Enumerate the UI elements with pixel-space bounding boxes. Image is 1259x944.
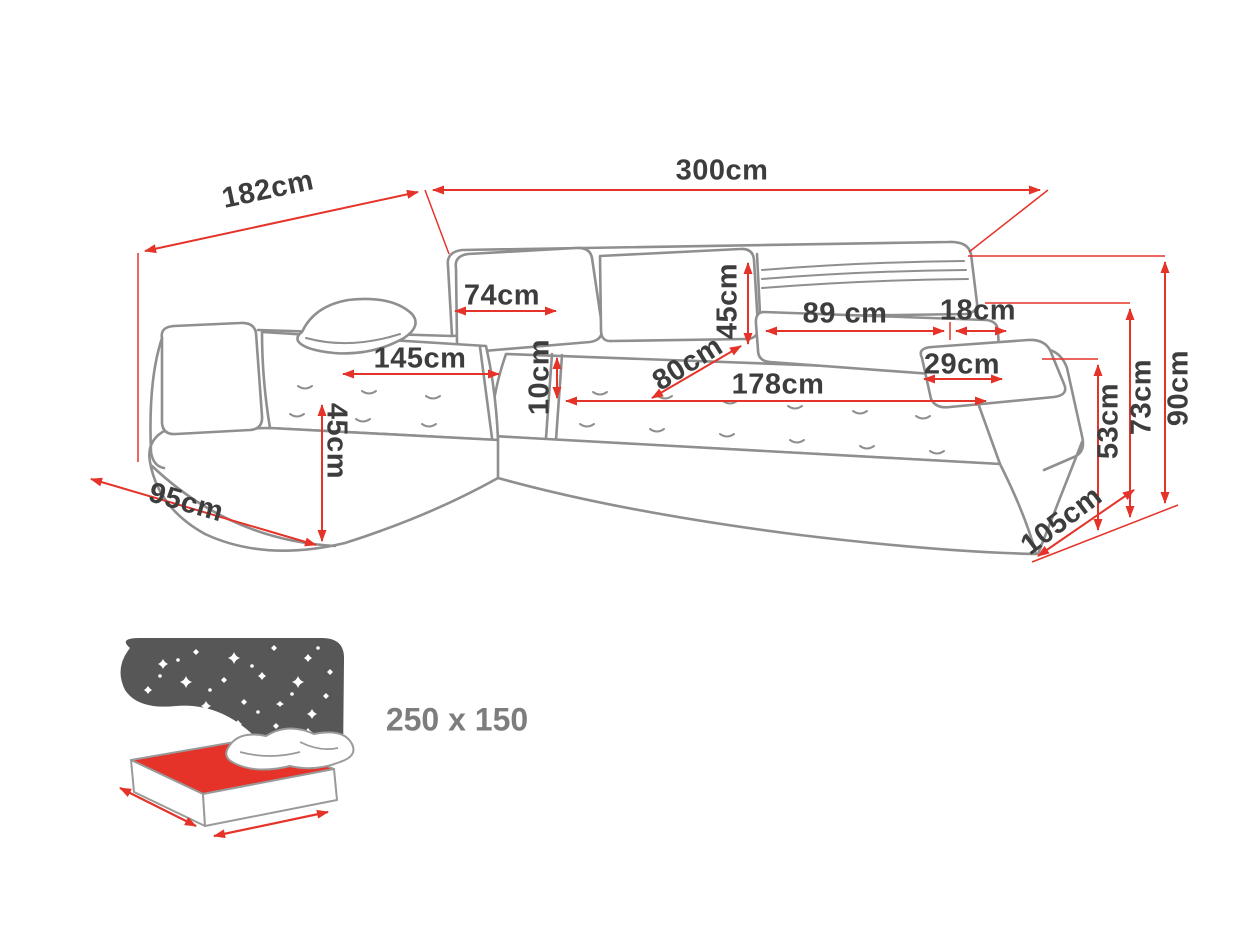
dimension-lines — [90, 185, 1179, 563]
dimension-label-chaise-front-height: 45cm — [320, 402, 353, 480]
back-cushion-middle — [598, 247, 760, 343]
pillow — [296, 297, 417, 355]
sofa-bed-icon — [119, 638, 355, 839]
stars — [144, 645, 333, 736]
dimension-label-chaise-length: 145cm — [373, 342, 467, 375]
dimension-label-right-back-cushion: 89 cm — [802, 297, 888, 330]
dimension-label-backrest-height: 45cm — [711, 262, 744, 340]
dimension-label-armrest-height: 53cm — [1092, 382, 1125, 460]
armrest-right — [919, 338, 1067, 409]
dimension-label-headrest: 18cm — [939, 294, 1017, 327]
slide-arrow-left — [119, 787, 197, 827]
sofa-base — [490, 434, 1038, 556]
sleeping-area-label: 250 x 150 — [385, 701, 529, 738]
dimension-label-seat-gap: 10cm — [523, 338, 556, 416]
dimension-label-seat-width: 178cm — [731, 368, 825, 401]
dimension-label-total-width: 300cm — [675, 154, 769, 187]
duvet — [225, 727, 355, 771]
dimension-label-back-height: 73cm — [1125, 358, 1158, 436]
slide-arrow-front — [213, 809, 329, 839]
sofa-outline — [148, 240, 1085, 556]
dimension-label-back-cushion: 74cm — [463, 279, 541, 312]
dimension-label-armrest-depth: 29cm — [923, 348, 1001, 381]
dimension-label-total-height: 90cm — [1162, 349, 1195, 427]
armrest-left — [160, 321, 264, 436]
